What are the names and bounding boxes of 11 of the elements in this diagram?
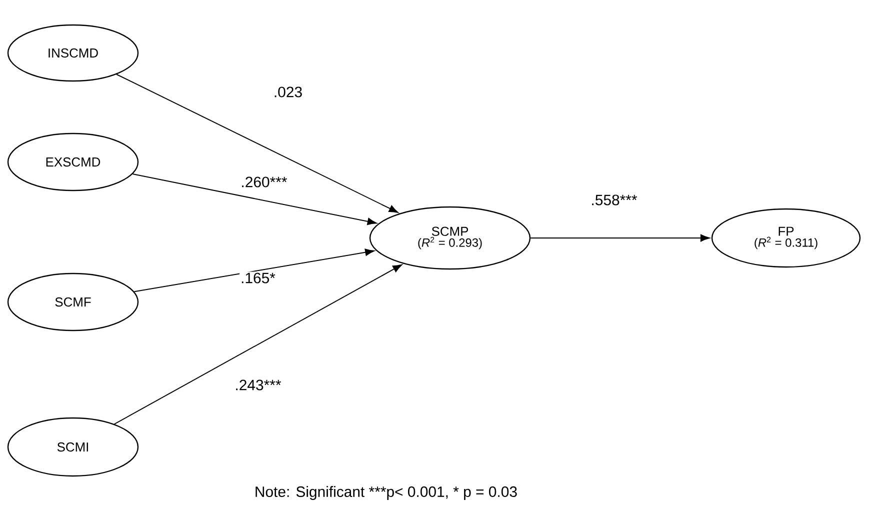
note-text: Note: Significant ***p< 0.001, * p = 0.03	[256, 486, 517, 500]
arrow	[530, 234, 710, 242]
edge-label: .023	[272, 86, 304, 98]
arrow	[132, 174, 377, 226]
edge-label: .243***	[234, 378, 282, 392]
edge-label: .260***	[240, 176, 288, 188]
arrow	[116, 74, 398, 213]
arrow	[134, 248, 374, 292]
arrow	[114, 264, 402, 425]
edge-label: .558***	[590, 194, 638, 206]
edge-label: .165*	[240, 272, 276, 284]
